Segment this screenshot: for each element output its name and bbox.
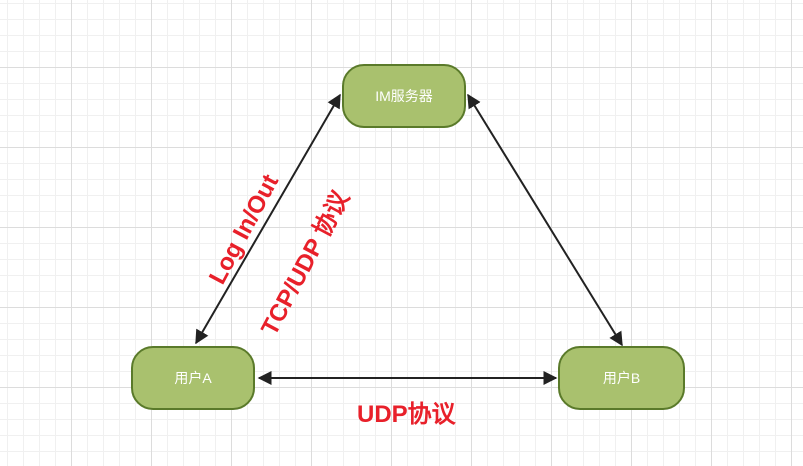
node-user-a[interactable]: 用户A (131, 346, 255, 410)
edge-im-b (467, 93, 623, 347)
node-user-b[interactable]: 用户B (558, 346, 685, 410)
node-user-a-label: 用户A (174, 370, 212, 386)
node-im-server-label: IM服务器 (375, 88, 433, 104)
node-user-b-label: 用户B (602, 370, 641, 386)
node-im-server[interactable]: IM服务器 (342, 64, 466, 128)
edge-label-udp: UDP协议 (357, 401, 456, 428)
edge-a-im (195, 93, 341, 345)
